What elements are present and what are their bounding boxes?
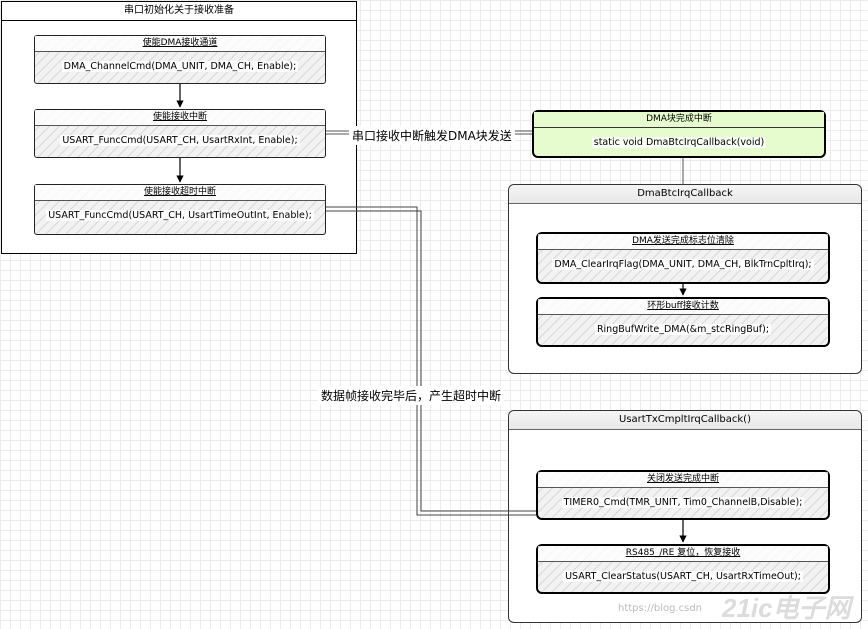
- step-title: 环形buff接收计数: [538, 299, 828, 315]
- dma-callback-title: DmaBtcIrqCallback: [509, 185, 861, 204]
- step-title: 关闭发送完成中断: [538, 472, 828, 488]
- step-enable-dma-channel[interactable]: 使能DMA接收通道 DMA_ChannelCmd(DMA_UNIT, DMA_C…: [34, 35, 326, 84]
- edge-timeout: [326, 206, 536, 516]
- usart-callback-title: UsartTxCmpltIrqCallback(): [509, 411, 861, 430]
- step-enable-rx-interrupt[interactable]: 使能接收中断 USART_FuncCmd(USART_CH, UsartRxIn…: [34, 109, 326, 158]
- step-title: DMA发送完成标志位清除: [538, 234, 828, 250]
- step-title: RS485_/RE 复位，恢复接收: [538, 546, 828, 562]
- step-title: 使能接收中断: [35, 110, 325, 126]
- watermark-url: https://blog.csdn: [618, 603, 703, 614]
- dma-block-code: static void DmaBtcIrqCallback(void): [591, 137, 767, 148]
- dma-block-title: DMA块完成中断: [534, 112, 824, 128]
- step-rs485-reset[interactable]: RS485_/RE 复位，恢复接收 USART_ClearStatus(USAR…: [536, 544, 830, 594]
- step-clear-dma-flag[interactable]: DMA发送完成标志位清除 DMA_ClearIrqFlag(DMA_UNIT, …: [536, 232, 830, 284]
- label-rx-to-dma: 串口接收中断触发DMA块发送: [349, 126, 515, 145]
- label-timeout: 数据帧接收完毕后，产生超时中断: [318, 386, 505, 405]
- step-code: TIMER0_Cmd(TMR_UNIT, Tim0_ChannelB,Disab…: [561, 497, 805, 508]
- step-title: 使能接收超时中断: [35, 185, 325, 201]
- dma-block-complete-node[interactable]: DMA块完成中断 static void DmaBtcIrqCallback(v…: [532, 110, 826, 158]
- step-enable-timeout-interrupt[interactable]: 使能接收超时中断 USART_FuncCmd(USART_CH, UsartTi…: [34, 184, 326, 235]
- step-code: USART_ClearStatus(USART_CH, UsartRxTimeO…: [563, 571, 803, 582]
- init-group-title: 串口初始化关于接收准备: [2, 2, 356, 21]
- step-code: DMA_ChannelCmd(DMA_UNIT, DMA_CH, Enable)…: [61, 61, 299, 72]
- step-code: USART_FuncCmd(USART_CH, UsartRxInt, Enab…: [60, 135, 300, 146]
- watermark-logo: 21ic电子网: [722, 593, 851, 623]
- step-code: DMA_ClearIrqFlag(DMA_UNIT, DMA_CH, BlkTr…: [552, 259, 814, 270]
- step-ringbuf-write[interactable]: 环形buff接收计数 RingBufWrite_DMA(&m_stcRingBu…: [536, 297, 830, 347]
- step-disable-tx-complete-int[interactable]: 关闭发送完成中断 TIMER0_Cmd(TMR_UNIT, Tim0_Chann…: [536, 470, 830, 520]
- step-code: RingBufWrite_DMA(&m_stcRingBuf);: [594, 324, 772, 335]
- step-code: USART_FuncCmd(USART_CH, UsartTimeOutInt,…: [46, 210, 314, 221]
- step-title: 使能DMA接收通道: [35, 36, 325, 52]
